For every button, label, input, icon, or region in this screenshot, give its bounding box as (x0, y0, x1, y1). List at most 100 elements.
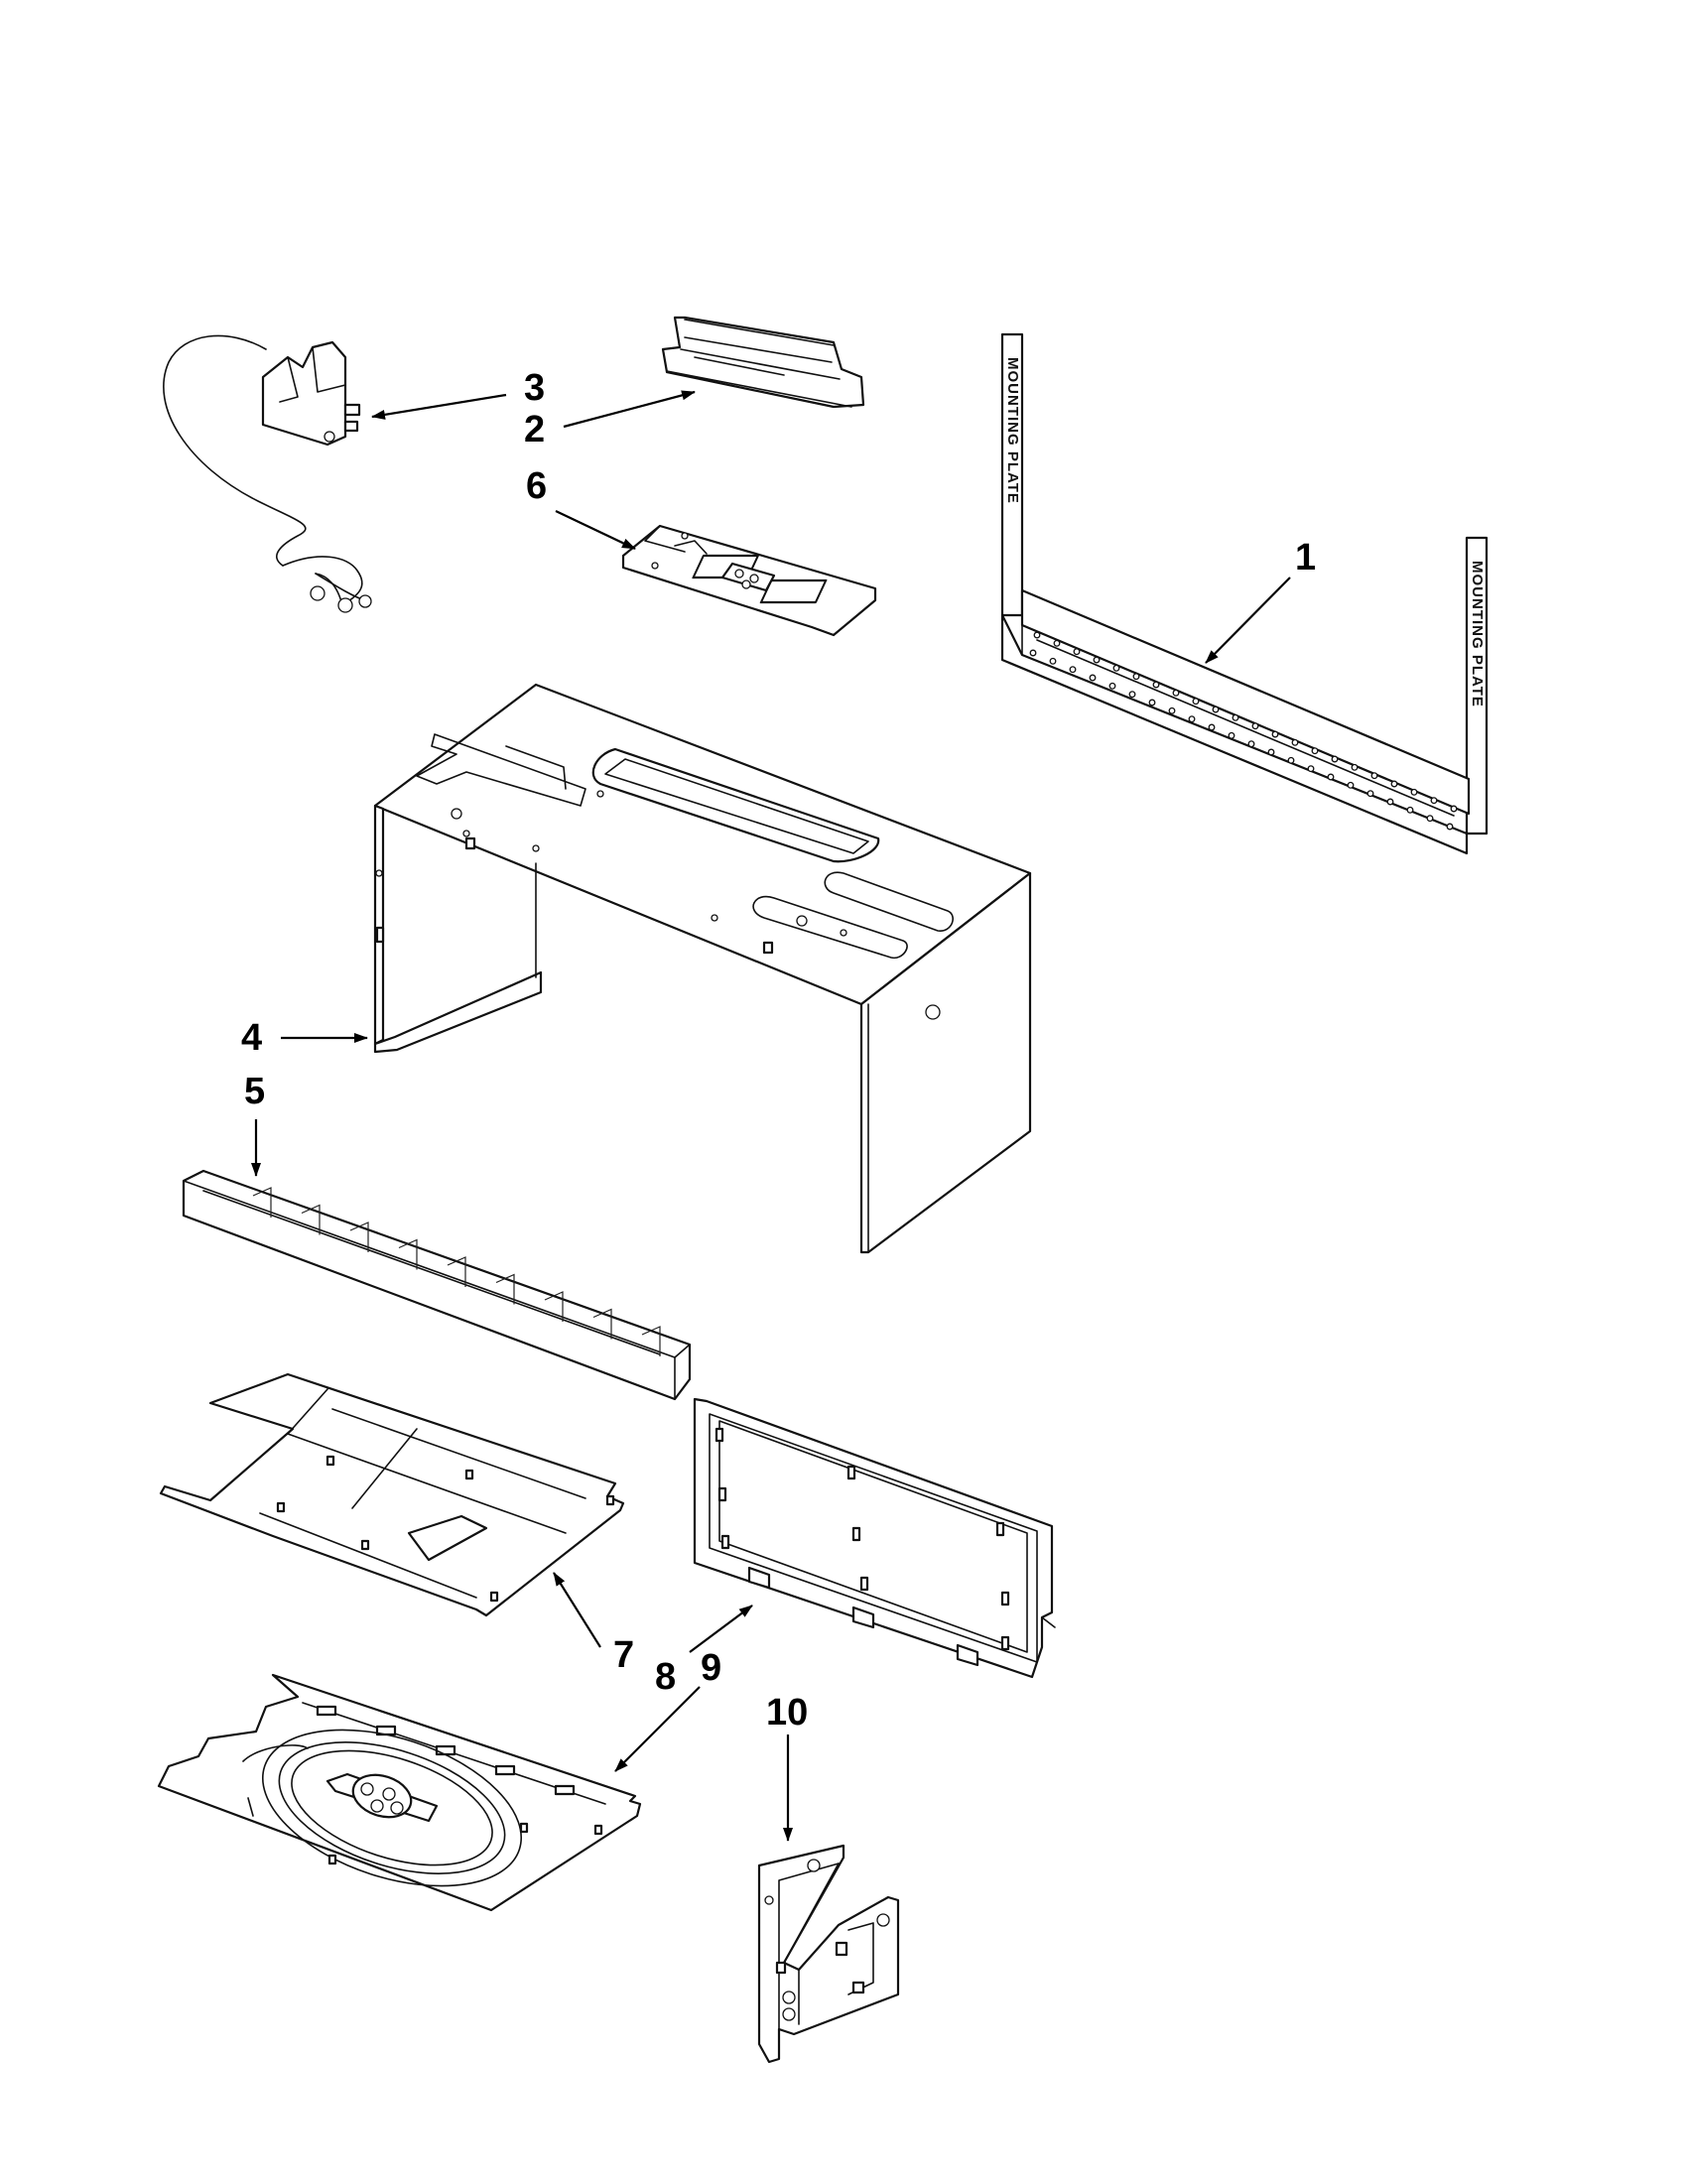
mounting-hole (1132, 673, 1140, 681)
leader-3 (371, 393, 507, 420)
leader-9 (614, 1686, 701, 1772)
mounting-hole (1390, 780, 1398, 788)
mounting-hole (1228, 731, 1235, 739)
base-tab (316, 1705, 337, 1717)
grille-rib (349, 1221, 369, 1252)
callout-5: 5 (244, 1071, 265, 1112)
mounting-hole (1033, 631, 1041, 639)
mounting-hole (1168, 707, 1176, 714)
part-9-turntable-base (157, 1673, 642, 1912)
leader-8 (689, 1605, 753, 1653)
frame-tab (846, 1465, 856, 1480)
leader-2 (563, 390, 696, 429)
mounting-hole (1112, 664, 1120, 672)
mounting-hole (1108, 682, 1116, 690)
mounting-hole (1073, 648, 1081, 656)
mounting-hole (1093, 656, 1101, 664)
part-3-power-cord (163, 334, 372, 613)
base-tab (554, 1784, 576, 1796)
base-tab (494, 1764, 516, 1776)
callout-4: 4 (241, 1017, 262, 1059)
frame-tab (1000, 1635, 1010, 1651)
mounting-hole (1307, 765, 1315, 773)
callout-2: 2 (524, 409, 545, 450)
mounting-plate-holes (1029, 631, 1458, 831)
part-6-bracket-plate (621, 524, 877, 637)
grille-rib (447, 1256, 466, 1287)
mounting-hole (1450, 805, 1458, 813)
frame-tabs (714, 1427, 1010, 1651)
leader-1 (1205, 577, 1291, 664)
mounting-hole (1128, 691, 1136, 699)
mounting-hole (1212, 706, 1220, 713)
grille-rib (641, 1326, 661, 1356)
part-2-exhaust-duct (661, 316, 865, 409)
callout-numbers: 1 2 3 4 5 6 7 8 9 10 (241, 367, 1316, 1734)
mounting-hole (1208, 723, 1216, 731)
callout-8: 8 (655, 1656, 676, 1698)
mounting-hole (1251, 722, 1259, 730)
mounting-hole (1172, 689, 1180, 697)
mounting-hole (1430, 797, 1438, 805)
mounting-hole (1347, 781, 1355, 789)
part-5-vent-grille (182, 1169, 692, 1401)
mounting-hole (1053, 639, 1061, 647)
mounting-plate-label-right: MOUNTING PLATE (1469, 561, 1486, 707)
mounting-hole (1192, 698, 1200, 706)
mounting-hole (1247, 740, 1255, 748)
base-tab (435, 1744, 456, 1756)
mounting-hole (1386, 798, 1394, 806)
callout-7: 7 (613, 1634, 634, 1676)
mounting-hole (1406, 806, 1414, 814)
frame-tab (851, 1526, 861, 1542)
callout-6: 6 (526, 465, 547, 507)
mounting-hole (1232, 713, 1239, 721)
frame-tab (859, 1576, 869, 1592)
frame-tab (1000, 1591, 1010, 1606)
callout-3: 3 (524, 367, 545, 409)
grille-rib (495, 1273, 515, 1305)
grille-rib (252, 1187, 272, 1218)
mounting-hole (1446, 823, 1454, 831)
part-1-mounting-plate: MOUNTING PLATE MOUNTING PLATE (1000, 332, 1489, 855)
mounting-hole (1188, 715, 1196, 723)
mounting-hole (1287, 756, 1295, 764)
leader-lines (251, 390, 1291, 1842)
mounting-hole (1267, 748, 1275, 756)
mounting-hole (1291, 738, 1299, 746)
part-4-cabinet-wrapper (373, 683, 1032, 1254)
part-8-front-frame (693, 1397, 1056, 1679)
leader-7 (553, 1572, 601, 1648)
mounting-hole (1366, 790, 1374, 798)
leader-6 (555, 510, 636, 550)
mounting-hole (1049, 657, 1057, 665)
mounting-hole (1331, 755, 1339, 763)
mounting-hole (1351, 763, 1359, 771)
mounting-hole (1029, 649, 1037, 657)
grille-rib (592, 1308, 612, 1340)
frame-tab (714, 1427, 724, 1443)
mounting-hole (1370, 772, 1378, 780)
frame-tab (995, 1521, 1005, 1537)
mounting-hole (1410, 788, 1418, 796)
callout-10: 10 (766, 1692, 808, 1734)
part-10-hinge-bracket (757, 1844, 900, 2064)
mounting-hole (1426, 815, 1434, 823)
grille-rib (544, 1291, 564, 1322)
mounting-hole (1069, 666, 1077, 674)
mounting-hole (1327, 773, 1335, 781)
grille-ribs (252, 1187, 661, 1356)
mounting-hole (1089, 674, 1097, 682)
callout-1: 1 (1295, 537, 1316, 578)
frame-tab (720, 1534, 730, 1550)
part-7-bottom-plate (159, 1372, 625, 1617)
mounting-hole (1152, 681, 1160, 689)
grille-rib (301, 1204, 321, 1235)
callout-9: 9 (701, 1647, 721, 1689)
grille-rib (398, 1238, 418, 1270)
mounting-plate-label-left: MOUNTING PLATE (1004, 357, 1021, 504)
mounting-hole (1311, 747, 1319, 755)
frame-tab (717, 1486, 727, 1502)
mounting-hole (1148, 699, 1156, 707)
